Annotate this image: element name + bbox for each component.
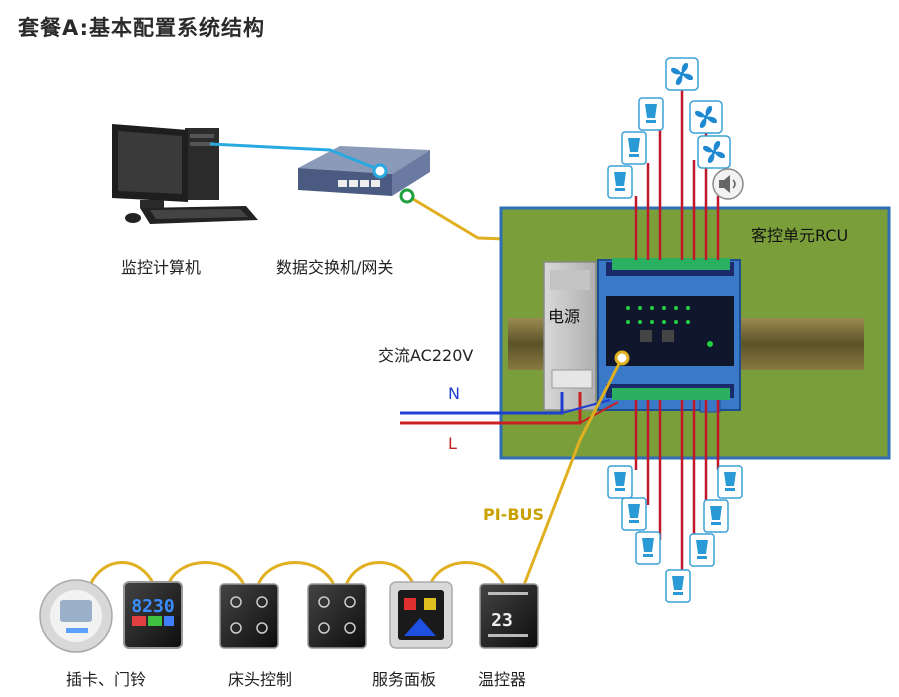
page-title: 套餐A:基本配置系统结构 [18,16,266,40]
fan-icon [665,57,699,91]
pi-bus-label: PI-BUS [483,505,545,524]
touch-panel-icon [219,583,279,649]
thermostat-temperature: 23 [491,610,513,631]
live-label: L [448,434,457,453]
ethernet-cable [209,142,381,172]
pi-bus-connector [614,350,630,366]
lamp-icon [689,533,715,567]
panel-display-digits: 8230 [131,596,174,617]
touch-panel-icon [307,583,367,649]
terminal-blocks [612,258,730,400]
thermostat-icon [479,583,539,649]
fan-icon [697,135,731,169]
gateway-port-connector [399,188,415,204]
bedside-control-label: 床头控制 [228,670,293,689]
card-doorbell-label: 插卡、门铃 [66,670,147,689]
pi-bus-line [522,357,624,586]
ac-power-label: 交流AC220V [378,346,474,365]
fan-icon [689,100,723,134]
switch-icon [298,146,430,196]
thermostat-label: 温控器 [478,670,527,689]
lamp-icon [717,465,743,499]
lamp-icon [638,97,664,131]
touch-panel-icon [123,581,183,649]
load-wires-bottom [634,400,720,575]
ethernet-port-connector [372,163,388,179]
rcu-label: 客控单元RCU [751,226,848,245]
neutral-label: N [448,384,460,403]
lamp-icon [621,131,647,165]
lamp-icon [665,569,691,603]
power-supply [543,261,597,411]
service-panel-icon [389,581,453,649]
load-wires-top [634,90,720,260]
switch-label: 数据交换机/网关 [276,258,394,277]
speaker-icon [712,168,744,200]
service-panel-label: 服务面板 [372,670,437,689]
lamp-icon [607,465,633,499]
lamp-icon [635,531,661,565]
lamp-icon [621,497,647,531]
lamp-icon [607,165,633,199]
computer-icon [112,124,258,224]
power-supply-label: 电源 [548,307,580,326]
computer-label: 监控计算机 [121,258,202,277]
card-switch-icon [39,579,113,653]
lamp-icon [703,499,729,533]
bus-chain [88,561,506,586]
